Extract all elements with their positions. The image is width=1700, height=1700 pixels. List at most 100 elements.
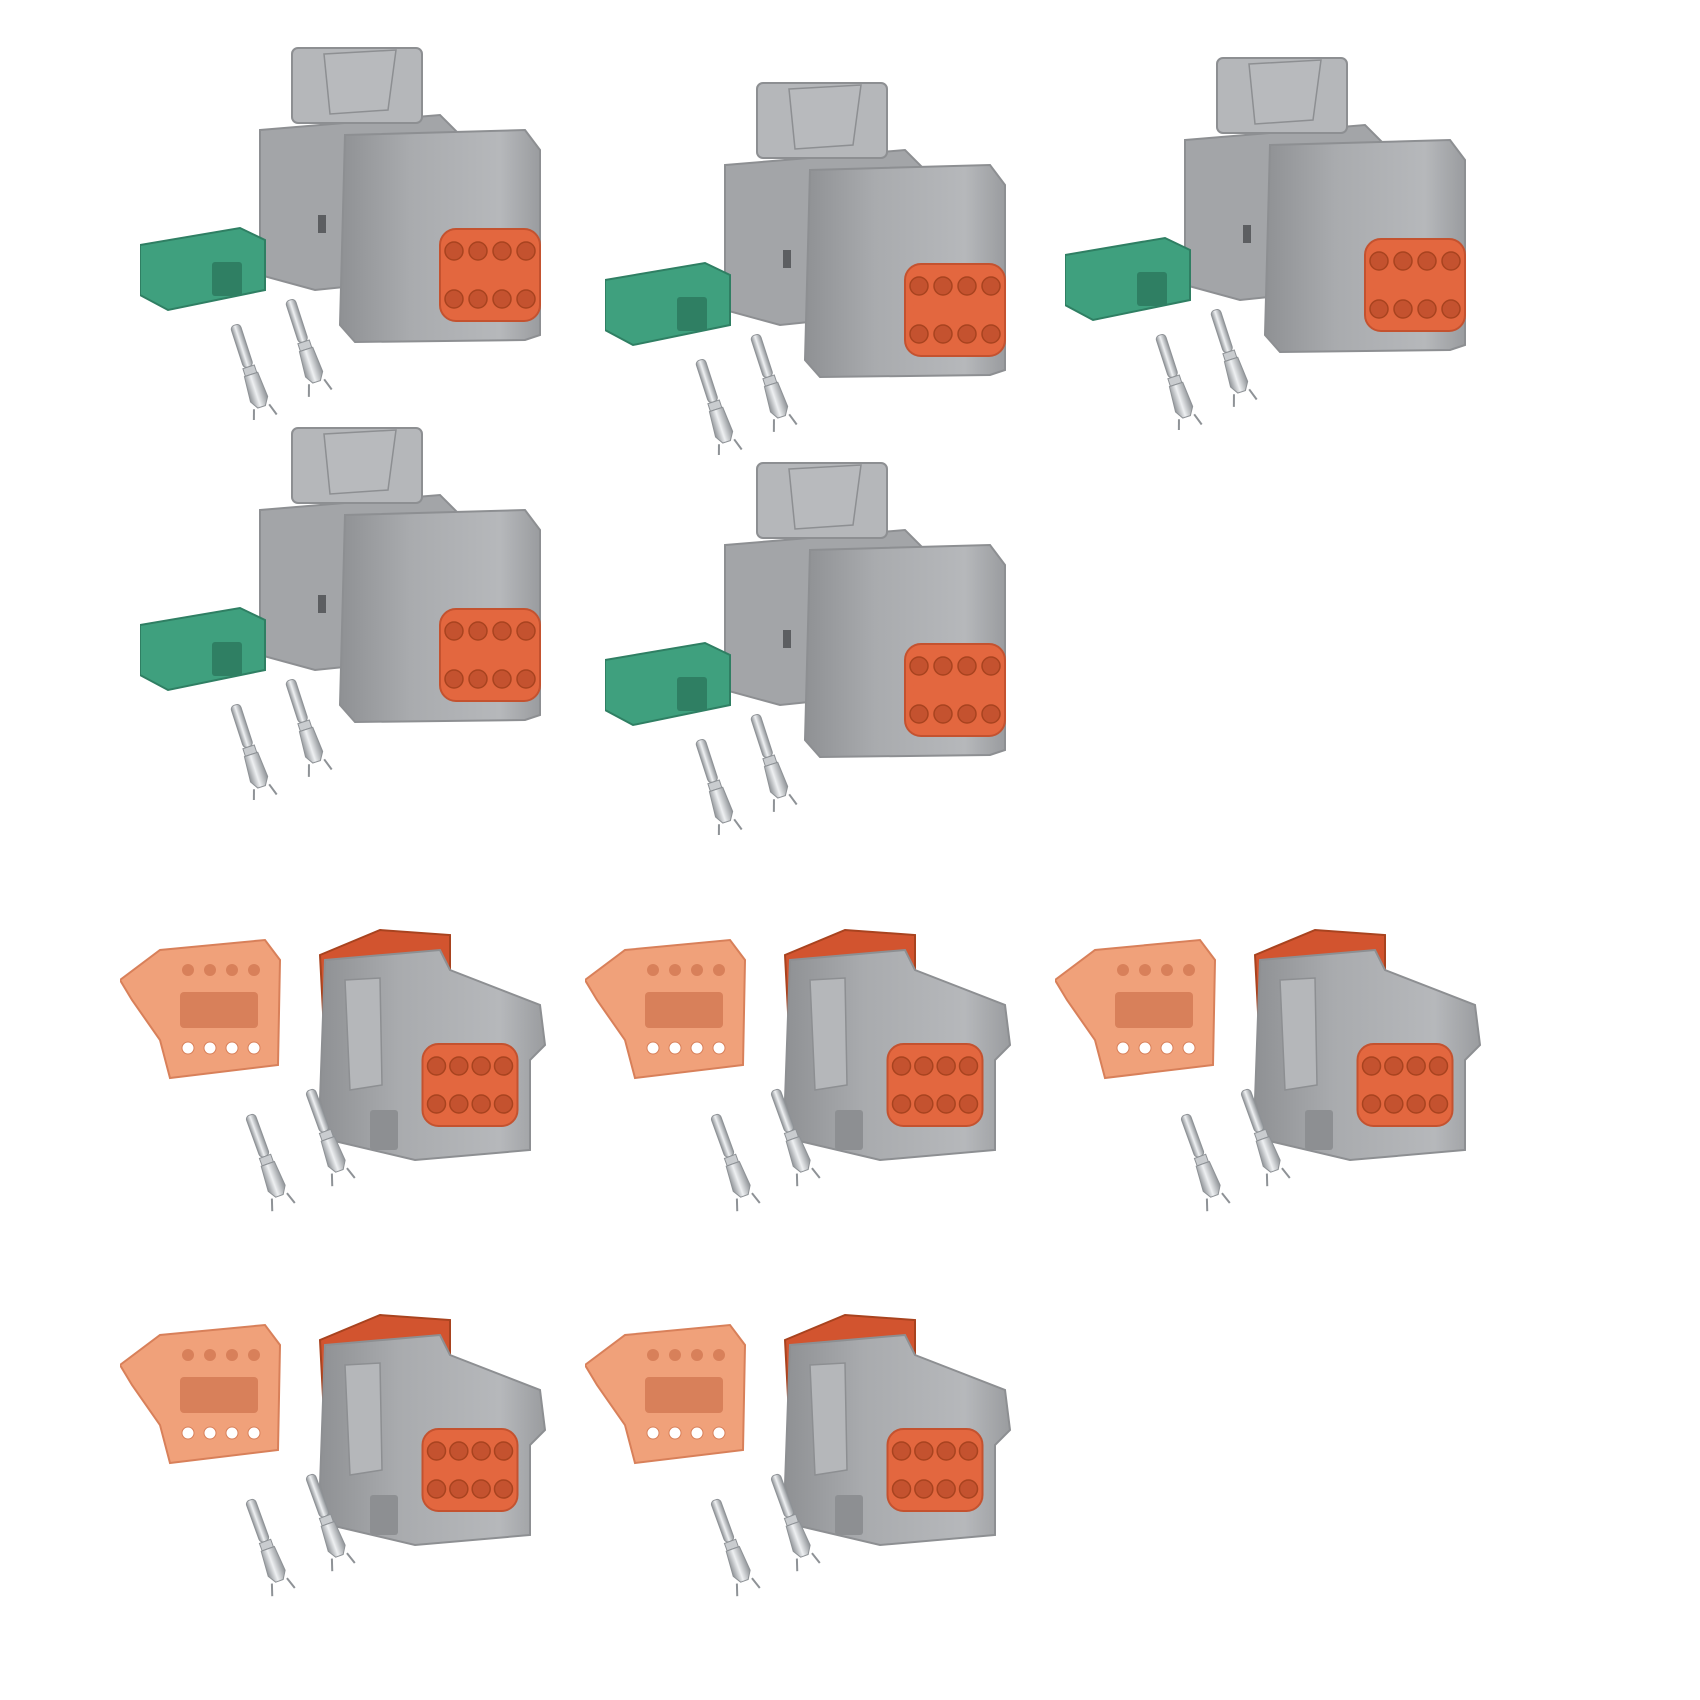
kit7-wedgelock-hole — [1116, 1041, 1130, 1055]
kit5-wedgelock-hole — [225, 1041, 239, 1055]
kit9-pin-cavity — [914, 1441, 934, 1461]
kit4-terminal — [695, 738, 743, 837]
kit7-lock-tab — [1305, 1110, 1333, 1150]
kit7-wedgelock-hole — [1139, 964, 1151, 976]
kit6-terminal — [770, 1088, 821, 1187]
kit6-wedgelock-hole — [647, 964, 659, 976]
connector-kit-illustration — [118, 1313, 547, 1597]
kit7-wedgelock-hole — [1117, 964, 1129, 976]
kit7-pin-cavity — [1428, 1056, 1449, 1076]
kit9-wedgelock-hole — [691, 1349, 703, 1361]
kit5-wedgelock-hole — [226, 964, 238, 976]
kit1-wedgelock-tab — [677, 297, 707, 331]
kit5-wedgelock-hole — [182, 964, 194, 976]
kit2-side-slot — [1243, 225, 1251, 243]
kit3-terminal — [285, 678, 333, 777]
kit0-side-slot — [318, 215, 326, 233]
kit8-pin-cavity — [493, 1441, 514, 1461]
kit0-terminal — [285, 298, 333, 397]
kit5-housing-rib — [344, 977, 383, 1091]
kit2-pin-cavity — [1393, 299, 1413, 319]
kit9-pin-cavity — [891, 1441, 912, 1461]
kit2-pin-cavity — [1393, 251, 1413, 271]
kit7-embossing — [1365, 1080, 1445, 1090]
kit6-pin-cavity — [891, 1056, 912, 1076]
kit1-pin-cavity — [981, 276, 1001, 296]
connector-kit-illustration — [604, 82, 1006, 457]
connector-kit-illustration — [1053, 928, 1482, 1212]
kit1-pin-cavity — [933, 324, 953, 344]
kit9-wedgelock-slot — [645, 1377, 723, 1413]
kit5-terminal — [305, 1088, 356, 1187]
kit7-pin-cavity — [1361, 1094, 1382, 1114]
kit6-wedgelock-hole — [690, 1041, 704, 1055]
connector-kit-illustration — [583, 928, 1012, 1212]
kit5-terminal — [245, 1113, 296, 1212]
kit7-wedgelock-hole — [1160, 1041, 1174, 1055]
kit4-pin-cavity — [933, 656, 953, 676]
kit4-embossing — [913, 685, 997, 695]
kit8-wedgelock-hole — [248, 1349, 260, 1361]
connector-kit-illustration — [1064, 57, 1466, 432]
kit5-pin-cavity — [471, 1094, 491, 1114]
male-connector-kit — [139, 420, 580, 805]
kit9-pin-cavity — [914, 1479, 934, 1499]
kit1-terminal — [750, 333, 798, 432]
kit7-pin-cavity — [1406, 1094, 1426, 1114]
kit1-wedgelock — [604, 261, 731, 347]
kit8-wedgelock-hole — [204, 1349, 216, 1361]
kit6-pin-cavity — [891, 1094, 912, 1114]
kit6-wedgelock-hole — [669, 964, 681, 976]
kit6-pin-cavity — [936, 1056, 956, 1076]
kit4-latch-tab — [788, 464, 862, 530]
kit2-wedgelock — [1064, 236, 1191, 322]
kit0-wedgelock — [139, 226, 266, 312]
kit2-pin-cavity — [1441, 251, 1461, 271]
female-connector-kit — [118, 1305, 560, 1690]
kit2-wedgelock-tab — [1137, 272, 1167, 306]
kit8-pin-cavity — [449, 1441, 469, 1461]
kit5-wedgelock-hole — [247, 1041, 261, 1055]
kit5-pin-cavity — [449, 1094, 469, 1114]
kit8-embossing — [430, 1465, 510, 1475]
male-connector-kit — [604, 455, 1045, 840]
kit8-housing-rib — [344, 1362, 383, 1476]
kit7-terminal — [1180, 1113, 1231, 1212]
kit9-pin-cavity — [936, 1441, 956, 1461]
kit5-pin-cavity — [493, 1094, 514, 1114]
kit7-wedgelock-hole — [1138, 1041, 1152, 1055]
kit7-wedgelock-hole — [1183, 964, 1195, 976]
kit5-pin-cavity — [493, 1056, 514, 1076]
male-connector-kit — [1064, 50, 1505, 435]
kit6-pin-cavity — [958, 1056, 979, 1076]
kit9-pin-cavity — [891, 1479, 912, 1499]
kit8-terminal — [245, 1498, 296, 1597]
kit2-embossing — [1373, 280, 1457, 290]
kit7-wedgelock-hole — [1182, 1041, 1196, 1055]
kit9-pin-cavity — [958, 1479, 979, 1499]
kit6-wedgelock-hole — [668, 1041, 682, 1055]
kit5-lock-tab — [370, 1110, 398, 1150]
kit9-terminal — [710, 1498, 761, 1597]
female-connector-kit — [583, 920, 1025, 1305]
kit5-pin-cavity — [426, 1094, 447, 1114]
kit3-pin-cavity — [516, 621, 536, 641]
kit9-wedgelock-hole — [646, 1426, 660, 1440]
kit8-wedgelock-hole — [203, 1426, 217, 1440]
kit7-pin-cavity — [1406, 1056, 1426, 1076]
kit0-pin-cavity — [468, 241, 488, 261]
kit9-wedgelock-hole — [690, 1426, 704, 1440]
kit2-pin-cavity — [1417, 299, 1437, 319]
kit8-wedgelock-hole — [182, 1349, 194, 1361]
kit1-latch-tab — [788, 84, 862, 150]
kit6-wedgelock-hole — [712, 1041, 726, 1055]
kit8-pin-cavity — [471, 1441, 491, 1461]
kit6-pin-cavity — [936, 1094, 956, 1114]
kit4-wedgelock — [604, 641, 731, 727]
male-connector-kit — [139, 40, 580, 425]
kit0-embossing — [448, 270, 532, 280]
kit0-pin-cavity — [492, 241, 512, 261]
kit9-lock-tab — [835, 1495, 863, 1535]
kit3-pin-cavity — [444, 669, 464, 689]
kit3-pin-cavity — [492, 669, 512, 689]
